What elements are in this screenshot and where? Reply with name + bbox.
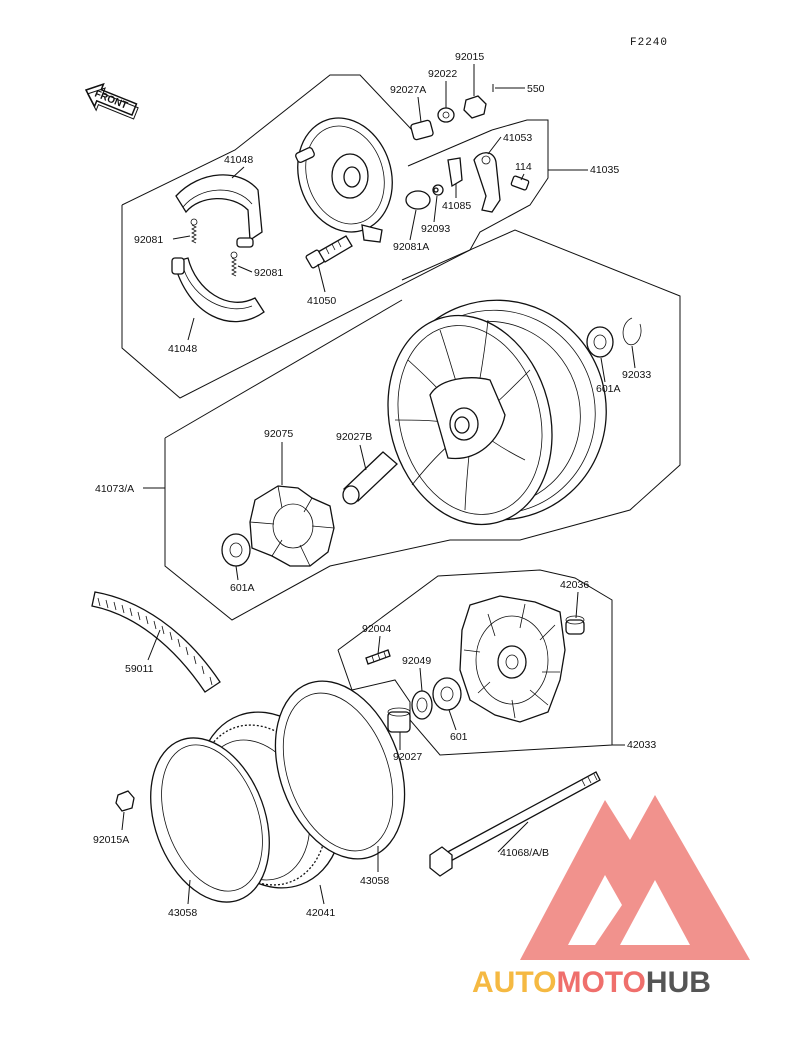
label-114: 114 <box>515 161 532 173</box>
front-label: FRONT <box>93 89 129 112</box>
cam-lever <box>473 152 530 213</box>
collar-92027B <box>342 451 398 505</box>
label-42036: 42036 <box>560 579 589 591</box>
brake-cam-shaft <box>305 235 353 269</box>
sprocket-hub <box>459 595 566 723</box>
label-550: 550 <box>527 83 545 95</box>
spring-right <box>230 251 238 277</box>
spring-left <box>190 218 198 244</box>
label-43058-right: 43058 <box>360 875 389 887</box>
wear-indicator <box>447 157 463 188</box>
hub-cap-42036 <box>565 615 585 635</box>
label-59011: 59011 <box>125 663 154 675</box>
cast-wheel <box>387 299 607 526</box>
collar-92027 <box>387 707 411 733</box>
brake-group-outline <box>121 74 549 399</box>
nut-92015A <box>115 790 135 812</box>
label-41048-upper: 41048 <box>224 154 253 166</box>
front-arrow-icon <box>84 82 139 120</box>
label-92027: 92027 <box>393 751 422 763</box>
label-41050: 41050 <box>307 295 336 307</box>
figure-code: F2240 <box>630 37 668 49</box>
label-41085: 41085 <box>442 200 471 212</box>
label-92033: 92033 <box>622 369 651 381</box>
drive-belt <box>91 591 221 693</box>
watermark-logo-icon <box>520 795 750 960</box>
brake-panel <box>295 117 393 243</box>
rubber-damper <box>249 485 335 567</box>
hub-group-outline <box>337 569 625 756</box>
label-92004: 92004 <box>362 623 391 635</box>
watermark-hub: HUB <box>646 966 711 999</box>
label-43058-left: 43058 <box>168 907 197 919</box>
label-41035: 41035 <box>590 164 619 176</box>
seal-92049 <box>411 690 433 720</box>
watermark-text: AUTOMOTOHUB <box>472 966 711 999</box>
label-601A-left: 601A <box>230 582 255 594</box>
brake-shoe-upper <box>175 174 263 248</box>
nut-92015 <box>463 95 487 119</box>
label-92049: 92049 <box>402 655 431 667</box>
bearing-601 <box>432 677 462 711</box>
stud-92004 <box>365 649 391 665</box>
seal-92081A <box>405 190 431 210</box>
label-42041: 42041 <box>306 907 335 919</box>
label-92027B: 92027B <box>336 431 372 443</box>
label-92081-right: 92081 <box>254 267 283 279</box>
collar-92027A <box>410 119 434 141</box>
label-92093: 92093 <box>421 223 450 235</box>
wheel-group-outline <box>164 229 681 621</box>
label-92015: 92015 <box>455 51 484 63</box>
bearing-601A-left <box>221 533 251 567</box>
label-92081A: 92081A <box>393 241 429 253</box>
label-92027A: 92027A <box>390 84 426 96</box>
washer-92022 <box>437 107 455 123</box>
label-92081-left: 92081 <box>134 234 163 246</box>
label-41068: 41068/A/B <box>500 847 549 859</box>
label-92075: 92075 <box>264 428 293 440</box>
watermark-moto: MOTO <box>556 966 645 999</box>
label-42033: 42033 <box>627 739 656 751</box>
rear-axle <box>429 771 601 877</box>
sprocket-cover-inner <box>150 737 270 903</box>
sprocket-cover-outer <box>274 680 406 860</box>
bearing-601A-right <box>586 326 614 358</box>
watermark-auto: AUTO <box>472 966 556 999</box>
brake-shoe-lower <box>171 257 265 323</box>
label-601: 601 <box>450 731 468 743</box>
label-41048-lower: 41048 <box>168 343 197 355</box>
label-601A-right: 601A <box>596 383 621 395</box>
label-41073-A: 41073/A <box>95 483 134 495</box>
circlip-92033 <box>622 317 642 346</box>
label-92022: 92022 <box>428 68 457 80</box>
label-41053: 41053 <box>503 132 532 144</box>
label-92015A: 92015A <box>93 834 129 846</box>
